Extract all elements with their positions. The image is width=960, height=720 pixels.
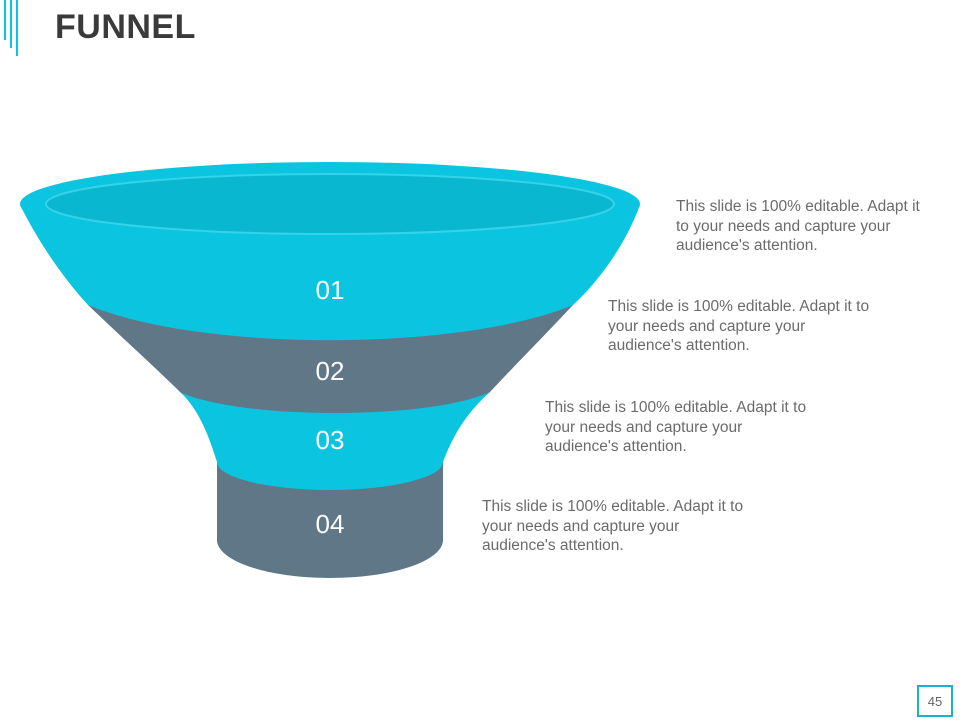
level-number-3: 03 xyxy=(315,425,345,455)
level-number-1: 01 xyxy=(315,275,345,305)
funnel-rim-highlight xyxy=(45,173,615,235)
page-number: 45 xyxy=(917,685,953,717)
level-description-4: This slide is 100% editable. Adapt it to… xyxy=(482,498,744,554)
level-description-1: This slide is 100% editable. Adapt it to… xyxy=(676,198,920,254)
funnel-level-4 xyxy=(217,462,443,578)
level-number-4: 04 xyxy=(315,509,345,539)
level-number-2: 02 xyxy=(315,356,345,386)
funnel-level-3 xyxy=(180,392,490,490)
slide-title: FUNNEL xyxy=(55,8,196,46)
title-accent-bars xyxy=(4,0,28,56)
funnel-rim-inner xyxy=(46,174,614,234)
level-description-2: This slide is 100% editable. Adapt it to… xyxy=(608,298,870,354)
level-description-3: This slide is 100% editable. Adapt it to… xyxy=(545,399,807,455)
